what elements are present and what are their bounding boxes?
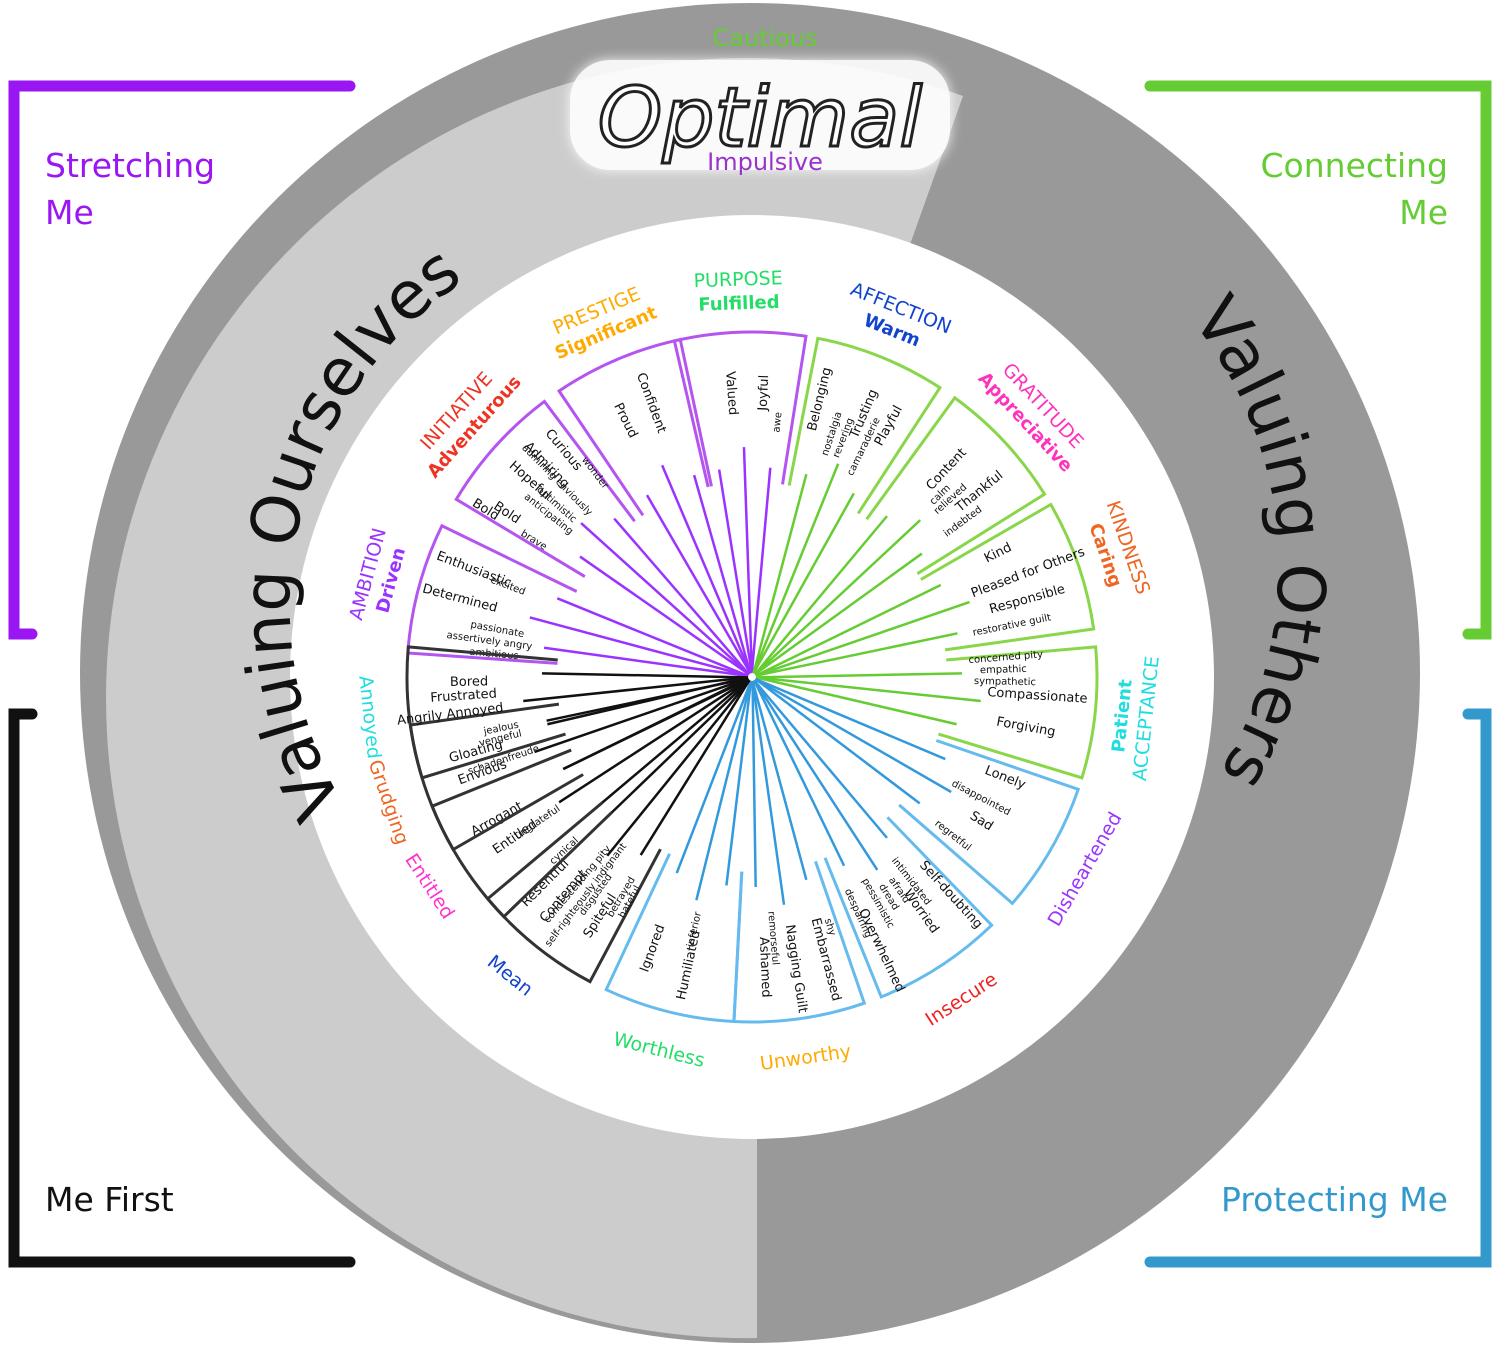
spoke-disheartened-2 — [754, 678, 921, 805]
wedge-purpose — [672, 330, 808, 488]
label-stretching-me: Stretching Me — [45, 146, 216, 232]
spoke-annoyed-2 — [542, 672, 749, 679]
word-unworthy-4: shy — [822, 917, 838, 937]
spoke-unworthy-0 — [751, 680, 808, 881]
spoke-acceptance-1 — [755, 676, 981, 703]
label-me-first: Me First — [45, 1180, 174, 1219]
spoke-ambition-0 — [543, 646, 749, 678]
spoke-worthless-2 — [675, 680, 753, 874]
spoke-entitled-0 — [590, 678, 750, 813]
wedge-initiative — [454, 399, 636, 578]
spoke-ambition-2 — [556, 597, 749, 678]
wedge-kindness — [920, 502, 1096, 652]
wedge-worthless — [604, 853, 744, 1024]
word-acceptance-1: empathic — [980, 664, 1027, 676]
word-unworthy-3: remorseful — [765, 911, 780, 966]
spoke-purpose-2 — [750, 467, 772, 674]
spoke-ambition-1 — [529, 616, 749, 678]
spoke-grudging-0 — [562, 677, 749, 771]
spoke-purpose-1 — [742, 447, 754, 674]
wedge-acceptance — [938, 645, 1099, 780]
wedge-unworthy — [732, 860, 867, 1024]
spoke-annoyed-1 — [523, 676, 749, 703]
spoke-mean-1 — [606, 679, 751, 857]
spoke-disheartened-0 — [754, 677, 946, 761]
wedge-disheartened — [898, 739, 1081, 906]
word-unworthy-2: Ashamed — [756, 937, 774, 998]
label-optimal: Optimal — [598, 71, 923, 166]
wedge-annoyed — [405, 645, 566, 780]
category-purpose: PURPOSE — [693, 267, 783, 292]
spoke-entitled-1 — [558, 678, 750, 804]
wedge-affection — [787, 336, 942, 515]
label-impulsive: Impulsive — [707, 148, 823, 176]
word-acceptance-3: Compassionate — [987, 685, 1088, 707]
spoke-purpose-0 — [717, 469, 754, 674]
word-annoyed-0: Bored — [450, 674, 488, 690]
word-purpose-0: Joyful — [756, 374, 773, 412]
spoke-unworthy-2 — [751, 680, 757, 887]
spoke-mean-2 — [600, 679, 751, 824]
center-white — [290, 215, 1214, 1139]
word-annoyed-1: Frustrated — [430, 686, 498, 705]
word-purpose-2: awe — [771, 412, 784, 433]
spoke-initiative-2 — [613, 517, 750, 676]
spoke-initiative-1 — [580, 522, 750, 676]
label-cautious: Cautious — [712, 24, 817, 52]
spoke-kindness-1 — [755, 600, 970, 677]
spoke-unworthy-1 — [751, 680, 786, 905]
spoke-worthless-1 — [695, 680, 753, 901]
spoke-disheartened-1 — [754, 677, 952, 794]
spoke-gratitude-0 — [753, 515, 888, 676]
label-connecting-me: Connecting Me — [1260, 146, 1448, 232]
spoke-insecure-0 — [753, 679, 888, 839]
wedge-gratitude — [865, 395, 1047, 575]
subcategory-purpose: Fulfilled — [698, 292, 780, 316]
spoke-gratitude-2 — [754, 552, 923, 676]
spoke-affection-1 — [752, 463, 840, 674]
spoke-kindness-0 — [755, 583, 942, 677]
spoke-acceptance-2 — [755, 676, 957, 726]
spoke-affection-0 — [752, 473, 808, 674]
spoke-prestige-2 — [692, 474, 752, 674]
spoke-affection-2 — [752, 492, 855, 674]
spokes — [523, 447, 981, 905]
word-purpose-1: Valued — [722, 371, 740, 416]
spoke-grudging-1 — [534, 677, 749, 754]
optimal-banner: Cautious Optimal Impulsive — [570, 24, 950, 176]
label-protecting-me: Protecting Me — [1221, 1180, 1448, 1219]
spoke-gratitude-1 — [754, 519, 922, 676]
word-acceptance-2: sympathetic — [974, 676, 1036, 688]
spoke-kindness-2 — [755, 632, 958, 677]
spoke-prestige-0 — [645, 494, 752, 674]
spoke-prestige-1 — [660, 464, 752, 674]
spoke-mean-0 — [639, 679, 751, 856]
spoke-worthless-0 — [725, 680, 753, 886]
spoke-insecure-1 — [753, 679, 879, 871]
spoke-acceptance-0 — [755, 672, 962, 679]
spoke-annoyed-0 — [547, 676, 749, 726]
spoke-insecure-2 — [753, 679, 846, 867]
spoke-initiative-0 — [579, 555, 750, 676]
wedge-insecure — [823, 816, 994, 999]
